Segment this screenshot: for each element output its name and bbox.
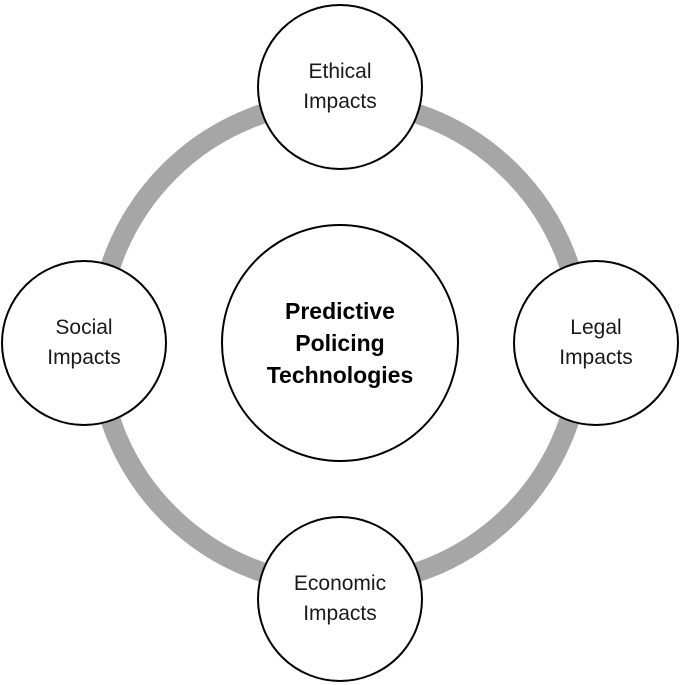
- economic-impacts-node: [257, 516, 423, 682]
- legal-impacts-label: Legal Impacts: [559, 316, 633, 369]
- social-impacts-node: [1, 260, 167, 426]
- ethical-impacts-label: Ethical Impacts: [303, 60, 377, 113]
- legal-impacts-node: [513, 260, 679, 426]
- social-impacts-label: Social Impacts: [47, 316, 121, 369]
- economic-impacts-label: Economic Impacts: [293, 572, 387, 625]
- ethical-impacts-node: [257, 4, 423, 170]
- center-node: [221, 224, 459, 462]
- center-node-label: Predictive Policing Technologies: [266, 298, 414, 388]
